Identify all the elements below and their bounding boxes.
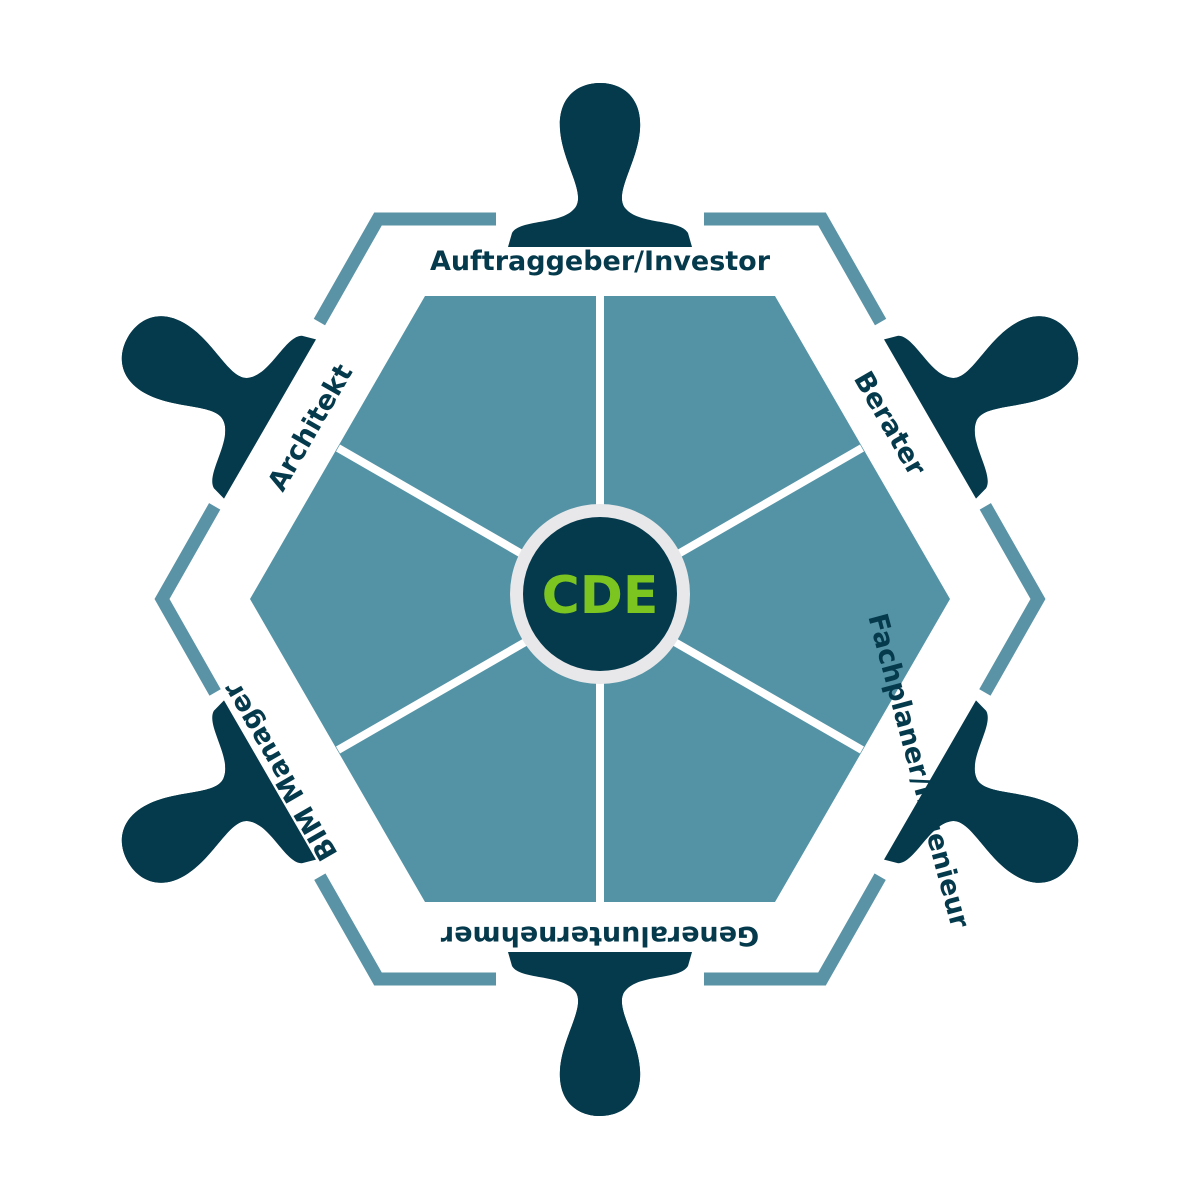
cde-hub: CDE — [510, 504, 690, 684]
role-label-bottom: Generalunternehmer — [440, 920, 759, 951]
cde-label: CDE — [542, 566, 659, 626]
role-label-top: Auftraggeber/Investor — [430, 246, 771, 277]
outer-hexagon-frame — [154, 212, 1046, 986]
